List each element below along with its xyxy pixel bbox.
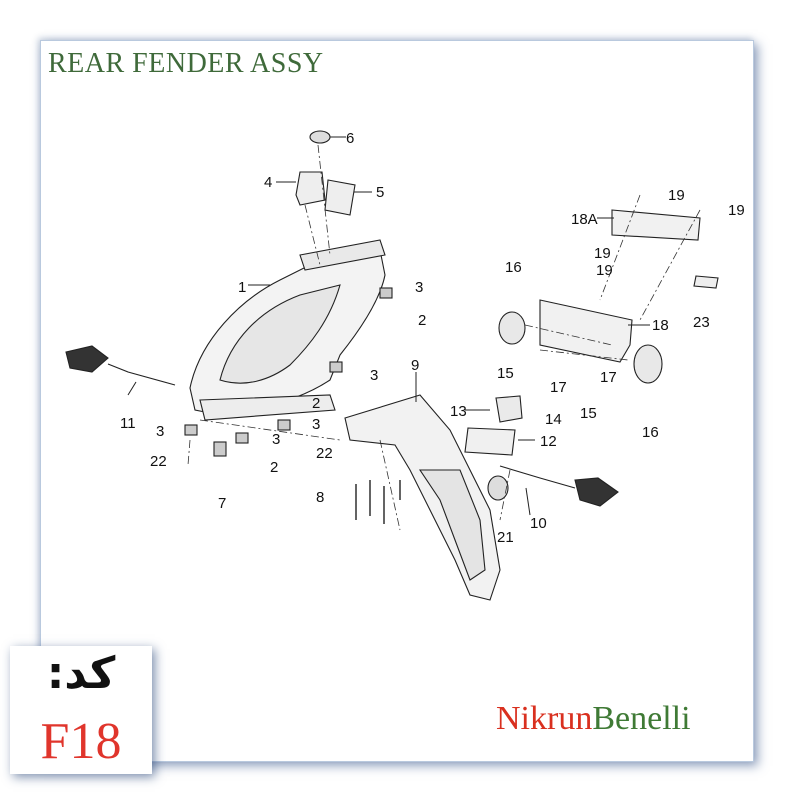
- svg-text:21: 21: [497, 529, 514, 546]
- grommet-6: [309, 130, 331, 144]
- rubber-21: [487, 475, 509, 501]
- svg-text:16: 16: [505, 259, 522, 276]
- svg-text:17: 17: [550, 379, 567, 396]
- svg-text:3: 3: [370, 367, 378, 384]
- reflector-left: [498, 311, 526, 345]
- plate-bracket-18: [539, 299, 633, 363]
- svg-text:10: 10: [530, 515, 547, 532]
- svg-text:13: 13: [450, 403, 467, 420]
- svg-text:3: 3: [312, 416, 320, 433]
- svg-text:22: 22: [150, 453, 167, 470]
- svg-text:1: 1: [238, 279, 246, 296]
- license-light-bracket: [464, 427, 516, 456]
- svg-text:18A: 18A: [571, 211, 598, 228]
- svg-text:18: 18: [652, 317, 669, 334]
- bracket-4: [295, 171, 326, 206]
- license-light: [495, 395, 523, 423]
- reflector-right: [633, 344, 663, 384]
- svg-text:14: 14: [545, 411, 562, 428]
- left-turn-signal: [65, 345, 109, 373]
- svg-text:16: 16: [642, 424, 659, 441]
- part-code-box: کد: F18: [10, 646, 152, 774]
- brand-name: NikrunBenelli: [496, 700, 691, 738]
- svg-text:5: 5: [376, 184, 384, 201]
- brand-part-2: Benelli: [592, 700, 691, 737]
- svg-text:3: 3: [272, 431, 280, 448]
- svg-text:17: 17: [600, 369, 617, 386]
- page-title: REAR FENDER ASSY: [48, 48, 324, 79]
- svg-text:22: 22: [316, 445, 333, 462]
- svg-text:15: 15: [497, 365, 514, 382]
- svg-text:15: 15: [580, 405, 597, 422]
- svg-text:23: 23: [693, 314, 710, 331]
- svg-text:11: 11: [120, 415, 136, 432]
- code-label: کد:: [46, 648, 116, 699]
- right-turn-signal: [574, 477, 619, 507]
- svg-text:19: 19: [728, 202, 745, 219]
- brand-part-1: Nikrun: [496, 700, 593, 737]
- code-value: F18: [40, 713, 122, 770]
- svg-text:3: 3: [156, 423, 164, 440]
- svg-text:2: 2: [418, 312, 426, 329]
- svg-text:2: 2: [270, 459, 278, 476]
- plate-23: [693, 275, 719, 289]
- diagram-frame: [40, 40, 754, 762]
- bracket-5: [324, 179, 356, 216]
- svg-text:12: 12: [540, 433, 557, 450]
- svg-text:4: 4: [264, 174, 272, 191]
- svg-text:19: 19: [668, 187, 685, 204]
- svg-text:19: 19: [596, 262, 613, 279]
- svg-text:8: 8: [316, 489, 324, 506]
- svg-text:9: 9: [411, 357, 419, 374]
- svg-text:2: 2: [312, 395, 320, 412]
- svg-text:6: 6: [346, 130, 354, 147]
- svg-text:7: 7: [218, 495, 226, 512]
- svg-text:19: 19: [594, 245, 611, 262]
- svg-text:3: 3: [415, 279, 423, 296]
- plate-bracket-18A: [611, 209, 701, 241]
